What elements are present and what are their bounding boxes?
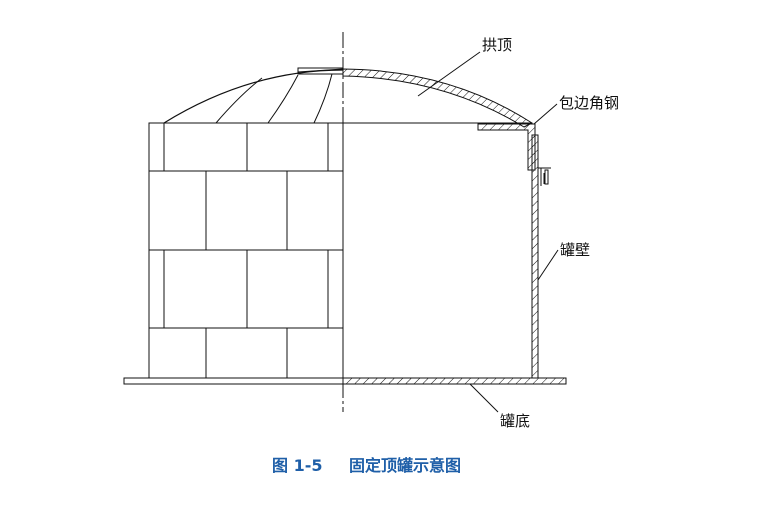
leader-bottom — [469, 383, 499, 413]
tank-bottom — [123, 377, 567, 385]
angle-steel — [477, 123, 536, 171]
label-bottom: 罐底 — [500, 412, 530, 430]
leader-roof — [417, 51, 481, 97]
figure-number: 图 1-5 — [272, 456, 322, 475]
roof-dome-exterior — [163, 67, 344, 124]
roof-dome-section — [342, 68, 534, 128]
leader-angle-steel — [533, 103, 558, 125]
tank-wall-exterior — [148, 122, 344, 379]
label-roof: 拱顶 — [482, 36, 512, 54]
tank-wall-section — [531, 134, 551, 379]
figure-title: 固定顶罐示意图 — [349, 456, 461, 475]
label-angle-steel: 包边角钢 — [559, 94, 619, 112]
label-wall: 罐壁 — [560, 241, 590, 259]
leader-wall — [537, 249, 559, 281]
